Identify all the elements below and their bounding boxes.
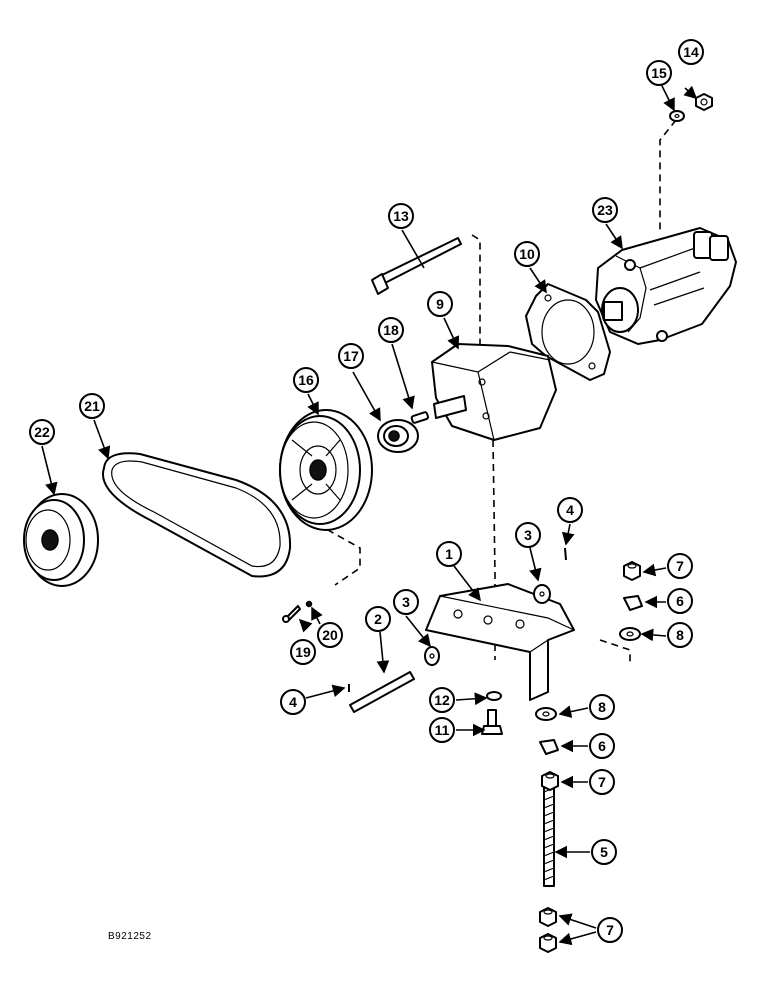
callout-5: 5 — [591, 839, 617, 865]
callout-9: 9 — [427, 291, 453, 317]
drawing-id-label: B921252 — [108, 931, 152, 942]
callout-15: 15 — [646, 60, 672, 86]
callout-1: 1 — [436, 541, 462, 567]
callout-23: 23 — [592, 197, 618, 223]
lockwasher-part-12 — [486, 691, 502, 701]
callout-7-c: 7 — [597, 917, 623, 943]
svg-text:22: 22 — [34, 424, 50, 440]
svg-text:1: 1 — [445, 546, 453, 562]
svg-text:15: 15 — [651, 65, 667, 81]
svg-text:8: 8 — [598, 699, 606, 715]
washer-part-15 — [669, 110, 685, 122]
svg-text:13: 13 — [393, 208, 409, 224]
callout-11: 11 — [429, 717, 455, 743]
svg-text:4: 4 — [566, 502, 574, 518]
callout-21: 21 — [79, 393, 105, 419]
svg-text:2: 2 — [374, 611, 382, 627]
lock-tab-part-6-upper — [623, 595, 643, 611]
callout-19: 19 — [290, 639, 316, 665]
pin-part-2 — [349, 671, 415, 713]
nut-part-14 — [695, 93, 713, 111]
sheave-part-16 — [279, 409, 373, 531]
svg-text:18: 18 — [383, 322, 399, 338]
svg-text:6: 6 — [598, 738, 606, 754]
nut-part-7-a — [623, 561, 641, 581]
callout-16: 16 — [293, 367, 319, 393]
gearbox-part-9 — [431, 343, 557, 441]
callout-12: 12 — [429, 687, 455, 713]
svg-text:23: 23 — [597, 202, 613, 218]
callout-7-b: 7 — [589, 769, 615, 795]
bolt-part-11 — [481, 709, 503, 735]
callout-18: 18 — [378, 317, 404, 343]
callout-6-upper: 6 — [667, 588, 693, 614]
washer-part-20 — [305, 600, 313, 608]
hydraulic-pump-part-23 — [595, 227, 737, 345]
callout-2: 2 — [365, 606, 391, 632]
callout-13: 13 — [388, 203, 414, 229]
v-belt-part-21 — [101, 452, 292, 578]
bracket-part-1 — [425, 583, 575, 701]
svg-text:7: 7 — [676, 558, 684, 574]
washer-part-3-lower — [424, 646, 440, 666]
callout-10: 10 — [514, 241, 540, 267]
svg-text:7: 7 — [598, 774, 606, 790]
washer-part-3-upper — [533, 584, 551, 604]
svg-text:14: 14 — [683, 44, 699, 60]
cotter-pin-part-4-upper — [564, 547, 567, 561]
callout-7-a: 7 — [667, 553, 693, 579]
svg-text:10: 10 — [519, 246, 535, 262]
svg-text:5: 5 — [600, 844, 608, 860]
threaded-rod-part-5 — [543, 775, 555, 887]
callout-4-lower: 4 — [280, 689, 306, 715]
callout-4-upper: 4 — [557, 497, 583, 523]
svg-text:19: 19 — [295, 644, 311, 660]
washer-part-8-lower — [535, 707, 557, 721]
callout-22: 22 — [29, 419, 55, 445]
svg-text:8: 8 — [676, 627, 684, 643]
sheave-part-22 — [23, 493, 99, 587]
svg-text:3: 3 — [402, 594, 410, 610]
lock-tab-part-6-lower — [539, 739, 559, 755]
svg-text:16: 16 — [298, 372, 314, 388]
hub-part-17 — [377, 419, 419, 453]
svg-text:4: 4 — [289, 694, 297, 710]
svg-text:20: 20 — [322, 627, 338, 643]
nut-part-7-c — [539, 907, 557, 927]
callout-3-upper: 3 — [515, 522, 541, 548]
key-part-18 — [410, 411, 430, 424]
leader-lines — [41, 85, 698, 946]
svg-text:9: 9 — [436, 296, 444, 312]
svg-text:12: 12 — [434, 692, 450, 708]
svg-text:7: 7 — [606, 922, 614, 938]
nut-part-7-b — [541, 771, 559, 791]
svg-text:3: 3 — [524, 527, 532, 543]
nut-part-7-d — [539, 933, 557, 953]
bolt-part-13 — [371, 237, 462, 295]
callout-17: 17 — [338, 343, 364, 369]
callout-3-lower: 3 — [393, 589, 419, 615]
callout-20: 20 — [317, 622, 343, 648]
callout-8-upper: 8 — [667, 622, 693, 648]
svg-text:21: 21 — [84, 398, 100, 414]
svg-text:11: 11 — [435, 722, 450, 738]
callout-14: 14 — [678, 39, 704, 65]
washer-part-8-upper — [619, 627, 641, 641]
svg-text:17: 17 — [343, 348, 359, 364]
bolt-part-19 — [282, 605, 301, 623]
callout-6-lower: 6 — [589, 733, 615, 759]
svg-text:6: 6 — [676, 593, 684, 609]
callout-8-lower: 8 — [589, 694, 615, 720]
